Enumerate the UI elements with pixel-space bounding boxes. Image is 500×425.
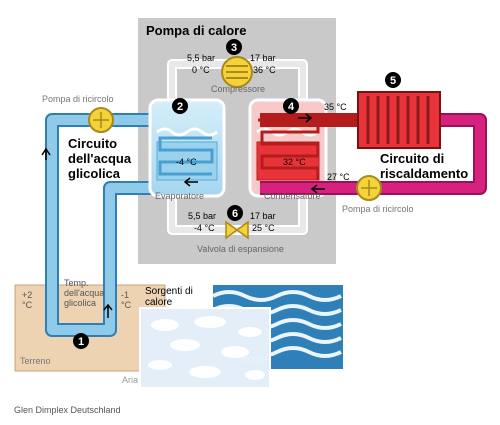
ground-label: Terreno	[20, 356, 51, 366]
ground-mid-line1: Temp.	[64, 278, 89, 288]
marker-1: 1	[73, 333, 89, 349]
air-label: Aria	[122, 375, 138, 385]
compressor-icon	[221, 56, 253, 88]
pump-left-label: Pompa di ricircolo	[42, 94, 114, 104]
marker-4: 4	[283, 98, 299, 114]
pressure-low-bottom: 5,5 bar	[188, 211, 216, 221]
supply-temp: 35 °C	[324, 102, 347, 112]
ground-left-temp2: °C	[22, 300, 33, 310]
ground-mid-line2: dell'acqua	[64, 288, 104, 298]
svg-text:1: 1	[78, 336, 84, 348]
ground-right-temp1: -1	[121, 290, 129, 300]
water-label: Acqua	[242, 354, 268, 364]
evaporator-label: Evaporatore	[155, 191, 204, 201]
compressor-label: Compressore	[211, 84, 265, 94]
circuit-left-line1: Circuito	[68, 136, 117, 151]
expansion-valve-icon	[225, 220, 249, 240]
temp-low-bottom: -4 °C	[194, 223, 215, 233]
air-image	[139, 307, 271, 389]
svg-text:5: 5	[390, 75, 396, 87]
svg-text:6: 6	[232, 208, 238, 220]
evaporator	[148, 98, 226, 198]
pressure-high-top: 17 bar	[250, 53, 276, 63]
circuit-right-line1: Circuito di	[380, 151, 444, 166]
ground-mid-line3: glicolica	[64, 298, 96, 308]
circuit-left-line3: glicolica	[68, 166, 121, 181]
condenser-temp: 32 °C	[283, 157, 306, 167]
svg-text:4: 4	[288, 101, 295, 113]
marker-2: 2	[172, 98, 188, 114]
marker-5: 5	[385, 72, 401, 88]
sources-line1: Sorgenti di	[145, 286, 193, 297]
circuit-right-line2: riscaldamento	[380, 166, 468, 181]
sources-line2: calore	[145, 297, 173, 308]
evaporator-temp: -4 °C	[176, 157, 197, 167]
ground-left-temp1: +2	[22, 290, 32, 300]
ground-right-temp2: °C	[121, 300, 132, 310]
radiator	[357, 91, 441, 149]
condenser-label: Condensatore	[264, 191, 321, 201]
temp-high-top: 36 °C	[253, 65, 276, 75]
panel-title: Pompa di calore	[146, 23, 246, 38]
pump-left-icon	[88, 107, 114, 133]
pump-right-label: Pompa di ricircolo	[342, 204, 414, 214]
marker-3: 3	[226, 39, 242, 55]
temp-high-bottom: 25 °C	[252, 223, 275, 233]
temp-low-top: 0 °C	[192, 65, 210, 75]
circuit-left-line2: dell'acqua	[68, 151, 132, 166]
return-temp: 27 °C	[327, 172, 350, 182]
valve-label: Valvola di espansione	[197, 244, 284, 254]
marker-6: 6	[227, 205, 243, 221]
flow-arrows	[41, 113, 325, 318]
pressure-low-top: 5,5 bar	[187, 53, 215, 63]
credit-text: Glen Dimplex Deutschland	[14, 405, 121, 415]
pump-right-icon	[356, 175, 382, 201]
svg-text:2: 2	[177, 101, 183, 113]
pressure-high-bottom: 17 bar	[250, 211, 276, 221]
svg-text:3: 3	[231, 42, 237, 54]
